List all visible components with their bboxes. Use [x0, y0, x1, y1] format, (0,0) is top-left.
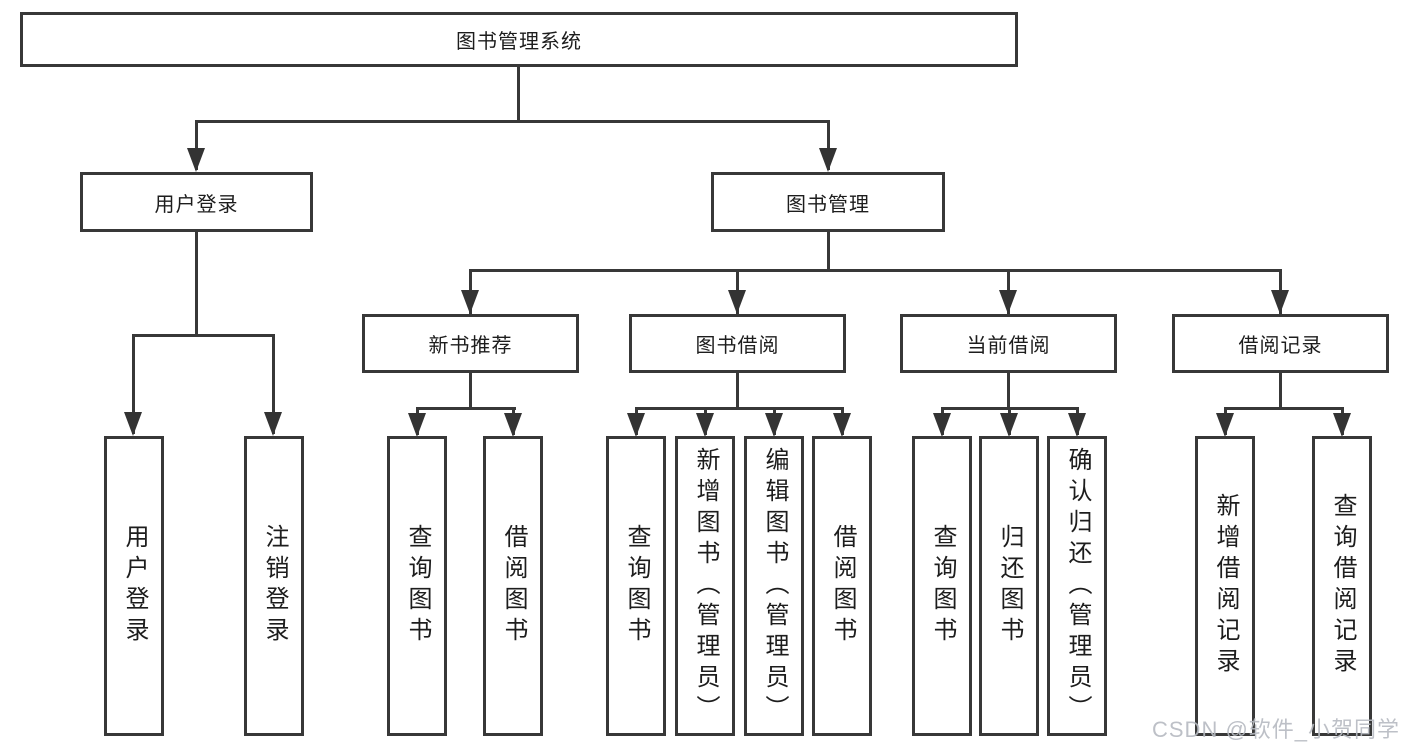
connector-user-login-hbar — [132, 334, 275, 337]
node-root: 图书管理系统 — [20, 12, 1018, 67]
node-borrow-record: 借阅记录 — [1172, 314, 1389, 373]
leaf-query-borrow-record: 查询借阅记录 — [1312, 436, 1372, 736]
connector-drop-user-login — [195, 120, 198, 170]
leaf-query-books-1-label: 查询图书 — [404, 524, 431, 648]
arrow-down-icon — [627, 413, 645, 437]
leaf-confirm-return-admin-label: 确认归还（管理员） — [1064, 446, 1091, 726]
arrow-down-icon — [728, 290, 746, 314]
leaf-query-books-3-label: 查询图书 — [929, 524, 956, 648]
leaf-add-books-admin: 新增图书（管理员） — [675, 436, 735, 736]
connector-borrow-record-stub — [1279, 371, 1282, 409]
arrow-down-icon — [819, 148, 837, 172]
node-book-borrow: 图书借阅 — [629, 314, 846, 373]
connector-book-mgmt-stub — [827, 230, 830, 271]
node-borrow-record-label: 借阅记录 — [1238, 335, 1323, 357]
node-book-mgmt: 图书管理 — [711, 172, 945, 232]
arrow-down-icon — [264, 412, 282, 436]
node-current-borrow-label: 当前借阅 — [966, 335, 1051, 357]
node-book-mgmt-label: 图书管理 — [786, 193, 870, 216]
connector-user-login-stub — [195, 230, 198, 336]
node-root-label: 图书管理系统 — [456, 31, 582, 53]
leaf-logout: 注销登录 — [244, 436, 304, 736]
node-new-book-rec: 新书推荐 — [362, 314, 579, 373]
arrow-down-icon — [504, 413, 522, 437]
leaf-user-login: 用户登录 — [104, 436, 164, 736]
node-current-borrow: 当前借阅 — [900, 314, 1117, 373]
arrow-down-icon — [1000, 413, 1018, 437]
leaf-return-books-label: 归还图书 — [996, 524, 1023, 648]
arrow-down-icon — [124, 412, 142, 436]
connector-root-hbar — [195, 120, 830, 123]
arrow-down-icon — [187, 148, 205, 172]
leaf-edit-books-admin-label: 编辑图书（管理员） — [761, 446, 788, 726]
node-user-login: 用户登录 — [80, 172, 313, 232]
arrow-down-icon — [408, 413, 426, 437]
arrow-down-icon — [1271, 290, 1289, 314]
leaf-query-borrow-record-label: 查询借阅记录 — [1329, 493, 1356, 679]
leaf-logout-label: 注销登录 — [261, 524, 288, 648]
leaf-query-books-1: 查询图书 — [387, 436, 447, 736]
csdn-watermark: CSDN @软件_小贺同学 — [1152, 717, 1401, 742]
connector-new-book-stub — [469, 371, 472, 409]
arrow-down-icon — [765, 413, 783, 437]
leaf-borrow-books-2-label: 借阅图书 — [829, 524, 856, 648]
connector-book-mgmt-hbar — [469, 269, 1282, 272]
leaf-add-books-admin-label: 新增图书（管理员） — [692, 446, 719, 726]
leaf-query-books-2: 查询图书 — [606, 436, 666, 736]
leaf-query-books-2-label: 查询图书 — [623, 524, 650, 648]
connector-new-book-hbar — [416, 407, 516, 410]
arrow-down-icon — [1216, 413, 1234, 437]
arrow-down-icon — [833, 413, 851, 437]
connector-book-borrow-hbar — [635, 407, 844, 410]
leaf-user-login-label: 用户登录 — [121, 524, 148, 648]
connector-drop-leaf — [132, 334, 135, 434]
arrow-down-icon — [933, 413, 951, 437]
leaf-borrow-books-2: 借阅图书 — [812, 436, 872, 736]
leaf-borrow-books-1: 借阅图书 — [483, 436, 543, 736]
node-user-login-label: 用户登录 — [154, 193, 239, 216]
arrow-down-icon — [461, 290, 479, 314]
arrow-down-icon — [1333, 413, 1351, 437]
leaf-confirm-return-admin: 确认归还（管理员） — [1047, 436, 1107, 736]
node-new-book-rec-label: 新书推荐 — [428, 335, 513, 357]
leaf-add-borrow-record: 新增借阅记录 — [1195, 436, 1255, 736]
connector-book-borrow-stub — [736, 371, 739, 409]
connector-drop-leaf — [272, 334, 275, 434]
arrow-down-icon — [696, 413, 714, 437]
arrow-down-icon — [999, 290, 1017, 314]
connector-root-trunk — [517, 65, 520, 122]
connector-borrow-record-hbar — [1224, 407, 1343, 410]
connector-drop-book-mgmt — [827, 120, 830, 170]
leaf-add-borrow-record-label: 新增借阅记录 — [1212, 493, 1239, 679]
leaf-borrow-books-1-label: 借阅图书 — [500, 524, 527, 648]
leaf-edit-books-admin: 编辑图书（管理员） — [744, 436, 804, 736]
leaf-return-books: 归还图书 — [979, 436, 1039, 736]
leaf-query-books-3: 查询图书 — [912, 436, 972, 736]
arrow-down-icon — [1068, 413, 1086, 437]
connector-current-borrow-stub — [1007, 371, 1010, 409]
node-book-borrow-label: 图书借阅 — [695, 335, 780, 357]
